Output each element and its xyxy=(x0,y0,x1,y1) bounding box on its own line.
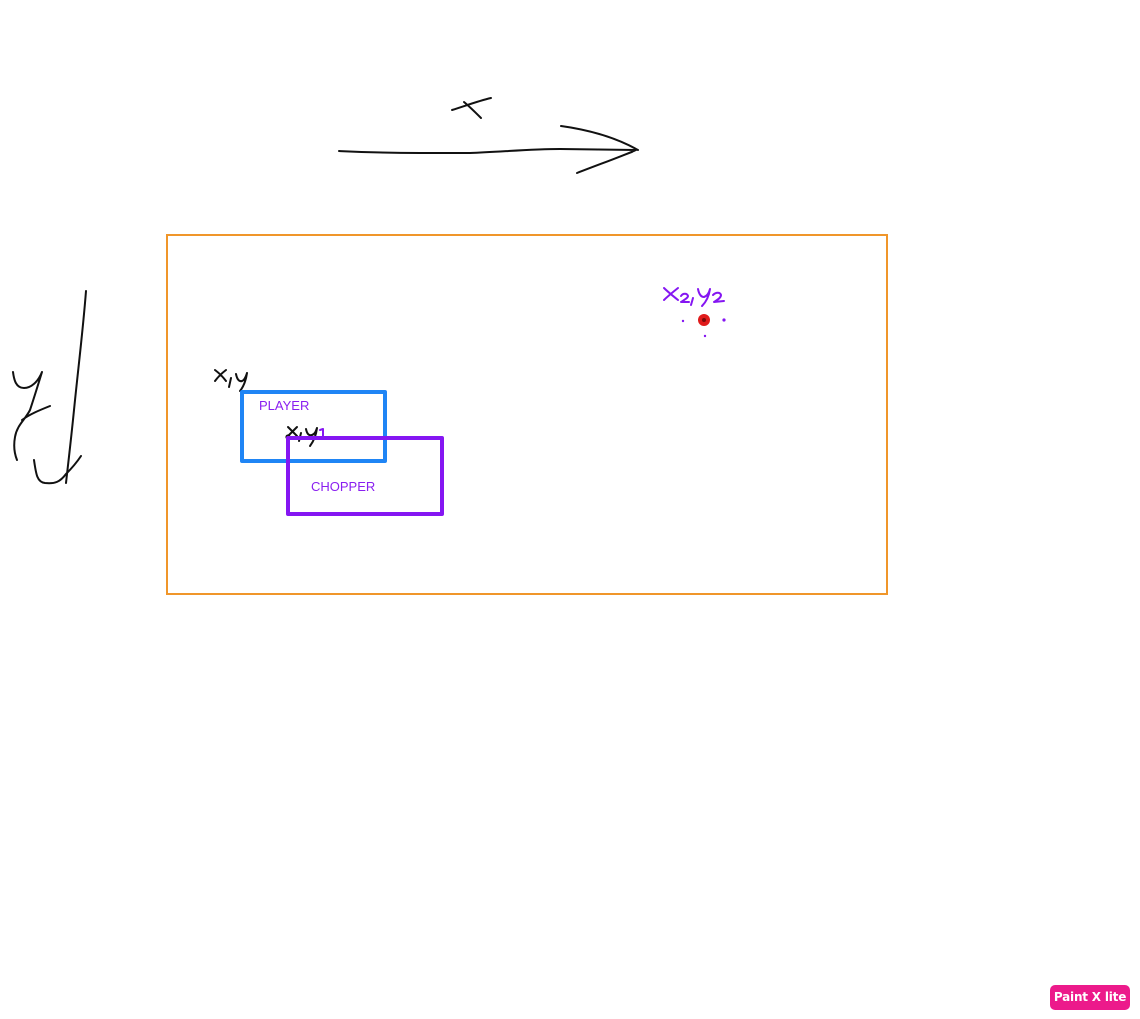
player-box xyxy=(240,390,387,463)
x-axis-arrow xyxy=(338,125,639,174)
paint-x-lite-watermark: Paint X lite xyxy=(1050,985,1130,1010)
player-corner-label-glyphs xyxy=(214,369,248,392)
target-point xyxy=(681,314,726,338)
game-area-boundary xyxy=(166,234,888,595)
chopper-label: CHOPPER xyxy=(311,479,376,494)
x-axis-letter xyxy=(451,97,492,119)
y-axis-arrow xyxy=(33,290,87,485)
watermark-text: Paint X lite xyxy=(1053,990,1127,1004)
player-label: PLAYER xyxy=(259,398,310,413)
target-point-label-glyphs xyxy=(663,287,725,307)
chopper-box xyxy=(286,436,444,516)
chopper-corner-subscript xyxy=(319,428,324,437)
y-axis-letter xyxy=(12,371,51,461)
